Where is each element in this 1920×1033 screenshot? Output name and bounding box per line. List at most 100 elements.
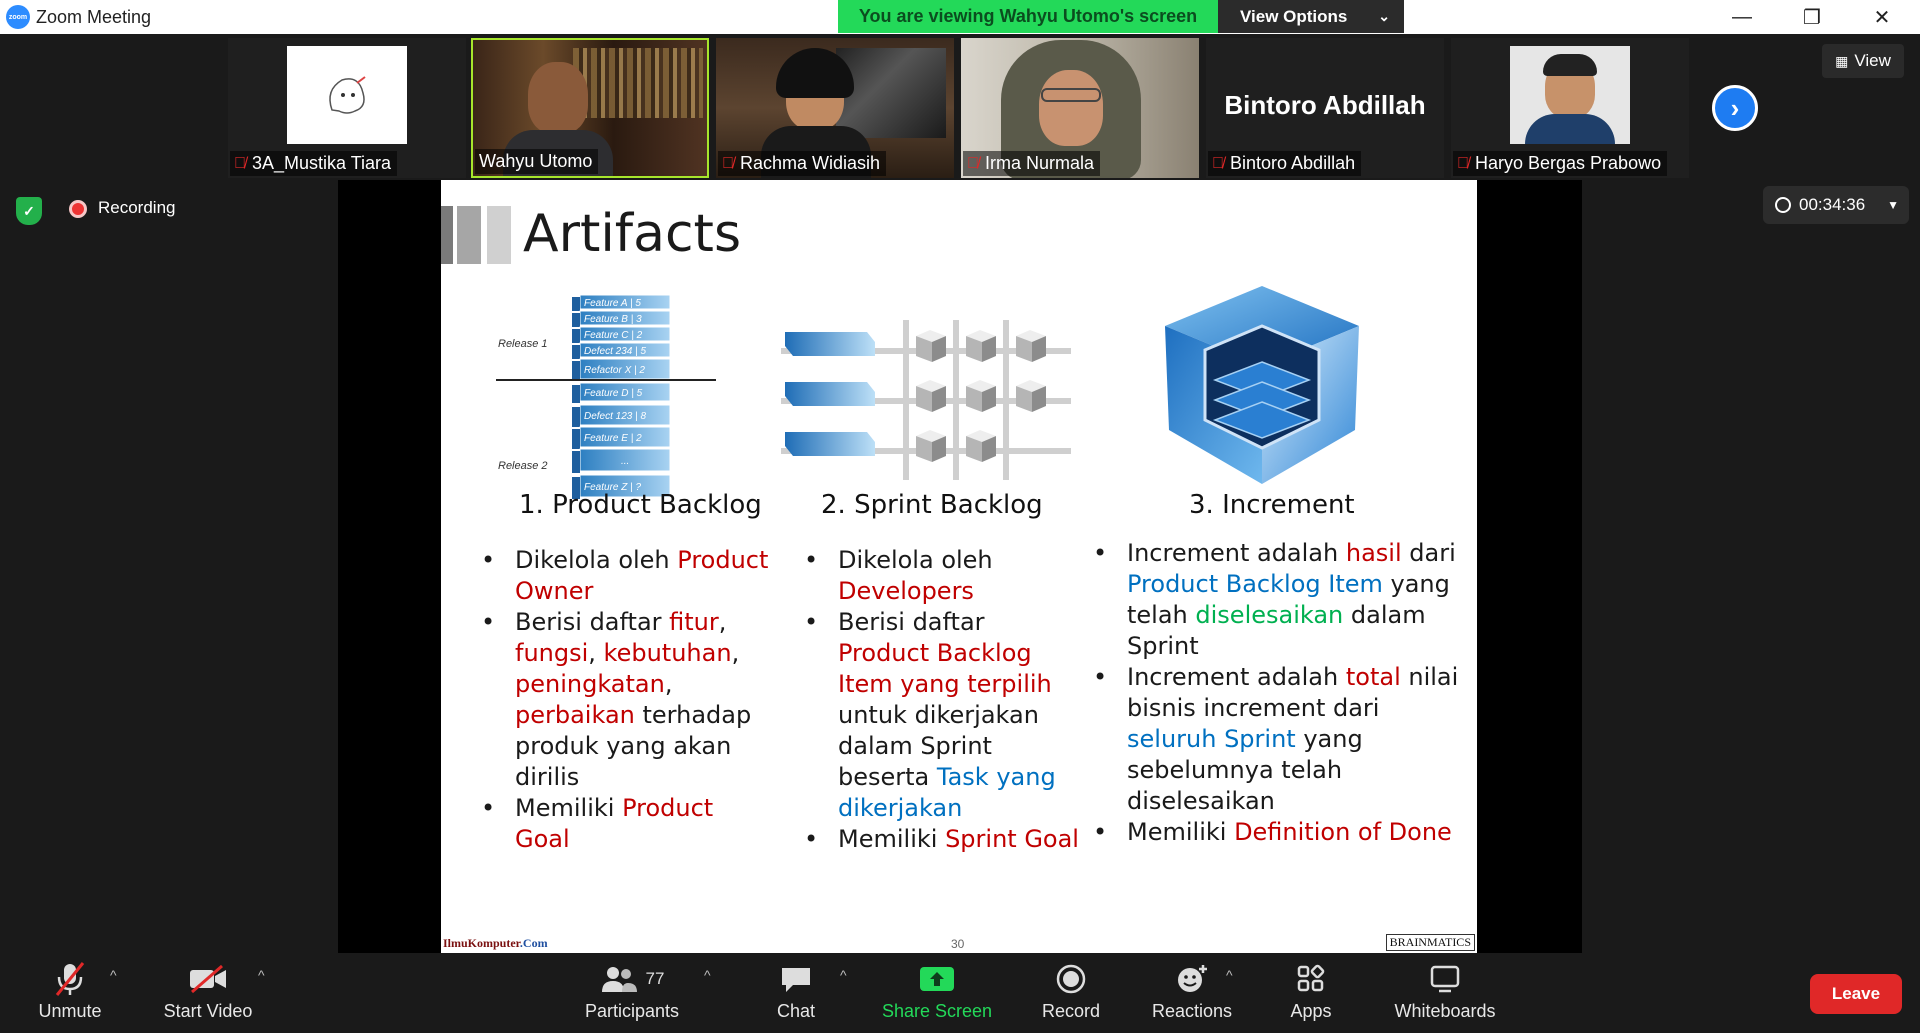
sprint-backlog-illustration xyxy=(781,320,1071,480)
meeting-timer[interactable]: 00:34:36 ▼ xyxy=(1763,186,1909,224)
backlog-item-label: Feature B | 3 xyxy=(584,314,642,325)
grid-icon: ▦ xyxy=(1835,52,1849,69)
participant-tile[interactable]: 🎙̸Haryo Bergas Prabowo xyxy=(1451,38,1689,178)
bullet-item: Memiliki Product Goal xyxy=(481,793,771,855)
video-off-name: Bintoro Abdillah xyxy=(1224,90,1426,120)
increment-cube-illustration xyxy=(1165,286,1359,484)
participant-name-tag: 🎙̸Irma Nurmala xyxy=(963,151,1101,176)
participant-tile[interactable]: 🎙̸Irma Nurmala xyxy=(961,38,1199,178)
sprint-backlog-bar xyxy=(785,332,875,356)
participant-name-tag: 🎙̸Rachma Widiasih xyxy=(718,151,887,176)
close-button[interactable]: ✕ xyxy=(1852,0,1912,34)
participants-options-caret[interactable]: ^ xyxy=(704,967,711,983)
sprint-backlog-bar xyxy=(785,382,875,406)
release-2-label: Release 2 xyxy=(498,460,548,472)
meeting-toolbar: Unmute ^ Start Video ^ 77 Participants ^… xyxy=(0,953,1920,1033)
shield-icon[interactable]: ✓ xyxy=(16,197,42,225)
video-camera-off-icon xyxy=(188,957,228,1001)
participants-button[interactable]: 77 Participants xyxy=(578,953,686,1033)
video-options-caret[interactable]: ^ xyxy=(258,967,265,983)
product-backlog-bullets: Dikelola oleh Product Owner Berisi dafta… xyxy=(481,545,771,855)
whiteboard-icon xyxy=(1429,957,1461,1001)
whiteboards-button[interactable]: Whiteboards xyxy=(1384,953,1506,1033)
view-button[interactable]: ▦View xyxy=(1822,44,1904,78)
task-cube xyxy=(966,430,996,462)
smiley-plus-icon xyxy=(1175,957,1209,1001)
mic-muted-icon: 🎙̸ xyxy=(967,154,979,172)
recording-label: Recording xyxy=(98,198,176,217)
participant-tile-video-off[interactable]: Bintoro Abdillah 🎙̸Bintoro Abdillah xyxy=(1206,38,1444,178)
record-icon xyxy=(1055,957,1087,1001)
bullet-item: Memiliki Sprint Goal xyxy=(804,824,1079,855)
bullet-item: Berisi daftar fitur, fungsi, kebutuhan, … xyxy=(481,607,771,793)
share-screen-button[interactable]: Share Screen xyxy=(878,953,996,1033)
restore-button[interactable]: ❐ xyxy=(1782,0,1842,34)
chevron-down-icon: ⌄ xyxy=(1378,8,1390,24)
backlog-block-side xyxy=(572,451,580,473)
unmute-button[interactable]: Unmute xyxy=(28,953,112,1033)
chat-bubble-icon xyxy=(779,957,813,1001)
bullet-item: Increment adalah hasil dari Product Back… xyxy=(1093,538,1473,662)
participants-label: Participants xyxy=(584,1001,680,1021)
task-cube xyxy=(1016,380,1046,412)
reactions-label: Reactions xyxy=(1151,1001,1233,1021)
backlog-item-label: Feature A | 5 xyxy=(584,298,641,309)
mic-muted-icon: 🎙̸ xyxy=(234,154,246,172)
audio-options-caret[interactable]: ^ xyxy=(110,967,117,983)
reactions-options-caret[interactable]: ^ xyxy=(1226,967,1233,983)
backlog-block-side xyxy=(572,345,580,359)
backlog-block-side xyxy=(572,477,580,499)
view-options-button[interactable]: View Options ⌄ xyxy=(1218,0,1404,33)
participants-count: 77 xyxy=(645,969,665,988)
avatar xyxy=(287,46,407,144)
caret-down-icon: ▼ xyxy=(1887,198,1899,212)
task-cube xyxy=(1016,330,1046,362)
task-cube xyxy=(966,330,996,362)
participant-name: Rachma Widiasih xyxy=(740,153,881,173)
participant-tile[interactable]: 🎙̸3A_Mustika Tiara xyxy=(228,38,466,178)
participant-name: Bintoro Abdillah xyxy=(1230,153,1356,173)
record-button[interactable]: Record xyxy=(1030,953,1112,1033)
apps-grid-icon xyxy=(1296,957,1326,1001)
microphone-muted-icon xyxy=(53,957,87,1001)
backlog-item-label: Defect 234 | 5 xyxy=(584,346,647,357)
leave-button[interactable]: Leave xyxy=(1810,974,1902,1014)
column-heading-product-backlog: 1. Product Backlog xyxy=(519,490,762,520)
share-screen-label: Share Screen xyxy=(881,1001,993,1021)
bullet-item: Berisi daftar Product Backlog Item yang … xyxy=(804,607,1079,824)
bullet-item: Memiliki Definition of Done xyxy=(1093,817,1473,848)
footer-logo-suffix: .Com xyxy=(519,936,548,950)
backlog-item-label: Feature Z | ? xyxy=(584,482,642,493)
viewing-banner-text: You are viewing Wahyu Utomo's screen xyxy=(858,6,1198,26)
participant-tile[interactable]: 🎙̸Rachma Widiasih xyxy=(716,38,954,178)
chat-button[interactable]: Chat xyxy=(760,953,832,1033)
bullet-item: Dikelola oleh Product Owner xyxy=(481,545,771,607)
slide-title: Artifacts xyxy=(523,204,742,264)
reactions-button[interactable]: Reactions xyxy=(1146,953,1238,1033)
backlog-block-side xyxy=(572,297,580,311)
whiteboards-label: Whiteboards xyxy=(1394,1001,1496,1021)
record-label: Record xyxy=(1041,1001,1101,1021)
ghost-avatar-icon xyxy=(329,76,366,114)
backlog-block-side xyxy=(572,361,580,381)
zoom-app-icon: zoom xyxy=(6,5,30,29)
backlog-item-label: Feature C | 2 xyxy=(584,330,643,341)
minimize-button[interactable]: — xyxy=(1712,0,1772,34)
chevron-right-icon: › xyxy=(1730,92,1740,123)
backlog-item-label: Defect 123 | 8 xyxy=(584,411,647,422)
chat-options-caret[interactable]: ^ xyxy=(840,967,847,983)
viewing-banner: You are viewing Wahyu Utomo's screen xyxy=(838,0,1218,33)
start-video-label: Start Video xyxy=(163,1001,253,1021)
participant-tile-active-speaker[interactable]: Wahyu Utomo xyxy=(471,38,709,178)
recording-dot-icon xyxy=(69,200,87,218)
apps-button[interactable]: Apps xyxy=(1278,953,1344,1033)
participant-name-tag: 🎙̸Bintoro Abdillah xyxy=(1208,151,1362,176)
next-page-button[interactable]: › xyxy=(1712,85,1758,131)
restore-icon: ❐ xyxy=(1803,6,1821,29)
minimize-icon: — xyxy=(1732,5,1752,28)
participant-name-tag: 🎙̸3A_Mustika Tiara xyxy=(230,151,398,176)
slide-footer-logo: IlmuKomputer.Com xyxy=(443,936,548,951)
slide-page-number: 30 xyxy=(951,937,965,951)
start-video-button[interactable]: Start Video xyxy=(158,953,258,1033)
view-options-label: View Options xyxy=(1240,6,1348,26)
